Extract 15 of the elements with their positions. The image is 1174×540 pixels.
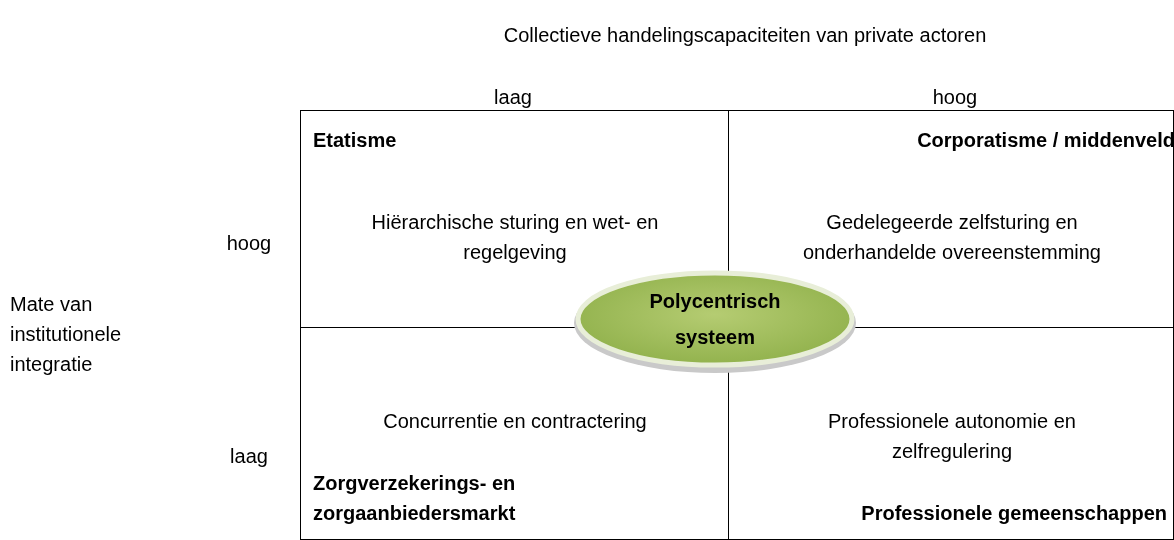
axis-title: Collectieve handelingscapaciteiten van private actoren: [502, 23, 988, 48]
axis-tick-label: hoog: [225, 231, 273, 256]
quadrant-heading: Corporatisme / middenveld: [916, 128, 1174, 153]
ellipse-label: Polycentrisch systeem: [648, 289, 782, 350]
quadrant-description: Hiërarchische sturing en wet- en regelgeving: [370, 210, 660, 265]
quadrant-description: Professionele autonomie en zelfregulering: [827, 409, 1077, 464]
axis-tick-label: laag: [229, 444, 269, 469]
quadrant-heading: Zorgverzekerings- en zorgaanbiedersmarkt: [313, 471, 517, 526]
axis-title: Mate van institutionele integratie: [10, 292, 123, 377]
quadrant-description: Gedelegeerde zelfsturing en onderhandelde overeenstemming: [802, 210, 1102, 265]
quadrant-description: Concurrentie en contractering: [382, 409, 648, 434]
quadrant-heading: Etatisme: [313, 128, 398, 153]
axis-tick-label: laag: [493, 85, 533, 110]
quadrant-heading: Professionele gemeenschappen: [860, 501, 1167, 526]
axis-tick-label: hoog: [931, 85, 979, 110]
